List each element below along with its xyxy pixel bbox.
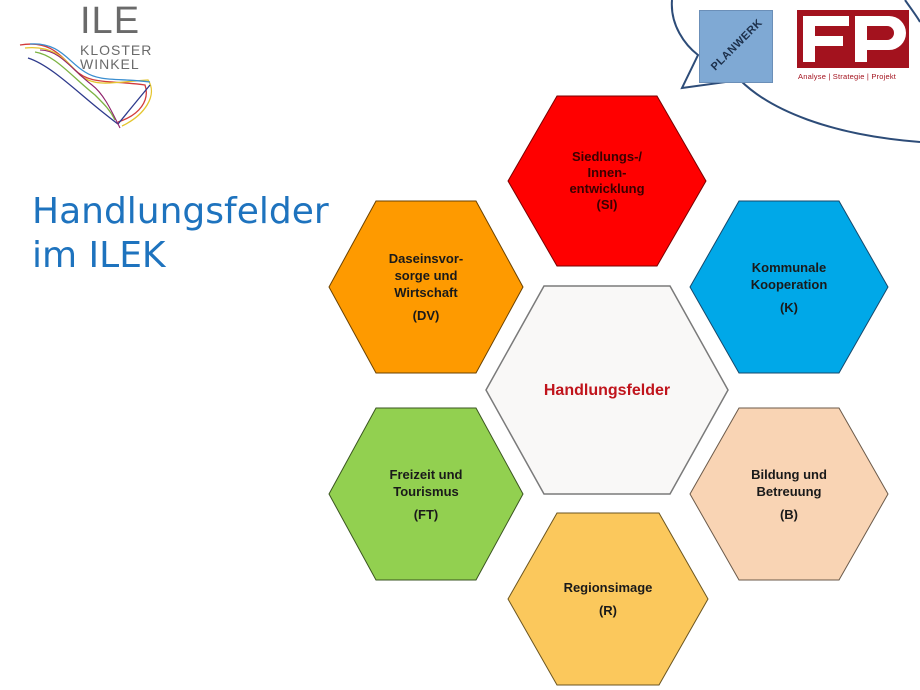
hex-field-b: Bildung und Betreuung (B) — [689, 407, 889, 581]
field-si-code: (SI) — [596, 197, 618, 212]
fp-logo — [797, 10, 909, 68]
field-r-code: (R) — [598, 603, 618, 618]
field-dv-line-1: Daseinsvor- — [388, 251, 464, 266]
field-si-line-1: Siedlungs-/ — [571, 149, 643, 164]
ile-klosterwinkel-logo: ILE KLOSTER WINKEL — [0, 0, 200, 150]
fp-glyph-icon — [803, 16, 906, 62]
hex-center-handlungsfelder: Handlungsfelder — [484, 284, 730, 496]
center-label: Handlungsfelder — [543, 381, 671, 399]
title-line-2: im ILEK — [32, 235, 166, 276]
hex-field-dv: Daseinsvor- sorge und Wirtschaft (DV) — [328, 200, 524, 374]
field-ft-code: (FT) — [413, 506, 439, 522]
ribbon-lines-icon — [19, 43, 153, 129]
speech-bubble-outline — [670, 0, 920, 143]
field-dv-code: (DV) — [412, 308, 440, 323]
field-ft-line-2: Tourismus — [393, 483, 459, 499]
field-b-line-1: Bildung und — [751, 466, 827, 482]
hex-field-r: Regionsimage (R) — [507, 512, 709, 686]
planwerk-logo: PLANWERK — [699, 10, 773, 83]
kloster-wordmark: KLOSTER — [80, 42, 153, 58]
field-k-line-1: Kommunale — [751, 259, 827, 275]
field-dv-line-2: sorge und — [394, 268, 458, 283]
winkel-wordmark: WINKEL — [80, 56, 140, 72]
page-title: Handlungsfelder im ILEK — [32, 190, 329, 278]
field-ft-line-1: Freizeit und — [389, 466, 463, 482]
field-si-line-3: entwicklung — [569, 181, 645, 196]
field-b-line-2: Betreuung — [756, 483, 822, 499]
ile-wordmark: ILE — [80, 0, 141, 42]
hex-field-si: Siedlungs-/ Innen- entwicklung (SI) — [507, 95, 707, 267]
field-k-code: (K) — [779, 299, 799, 315]
field-k-line-2: Kooperation — [750, 276, 828, 292]
planwerk-label: PLANWERK — [708, 16, 766, 74]
hex-field-ft: Freizeit und Tourismus (FT) — [328, 407, 524, 581]
fp-tagline: Analyse | Strategie | Projekt — [798, 72, 897, 81]
field-si-line-2: Innen- — [587, 165, 627, 180]
field-r-line-1: Regionsimage — [563, 580, 653, 595]
field-b-code: (B) — [779, 506, 799, 522]
field-dv-line-3: Wirtschaft — [394, 285, 458, 300]
title-line-1: Handlungsfelder — [32, 191, 329, 232]
hex-field-k: Kommunale Kooperation (K) — [689, 200, 889, 374]
